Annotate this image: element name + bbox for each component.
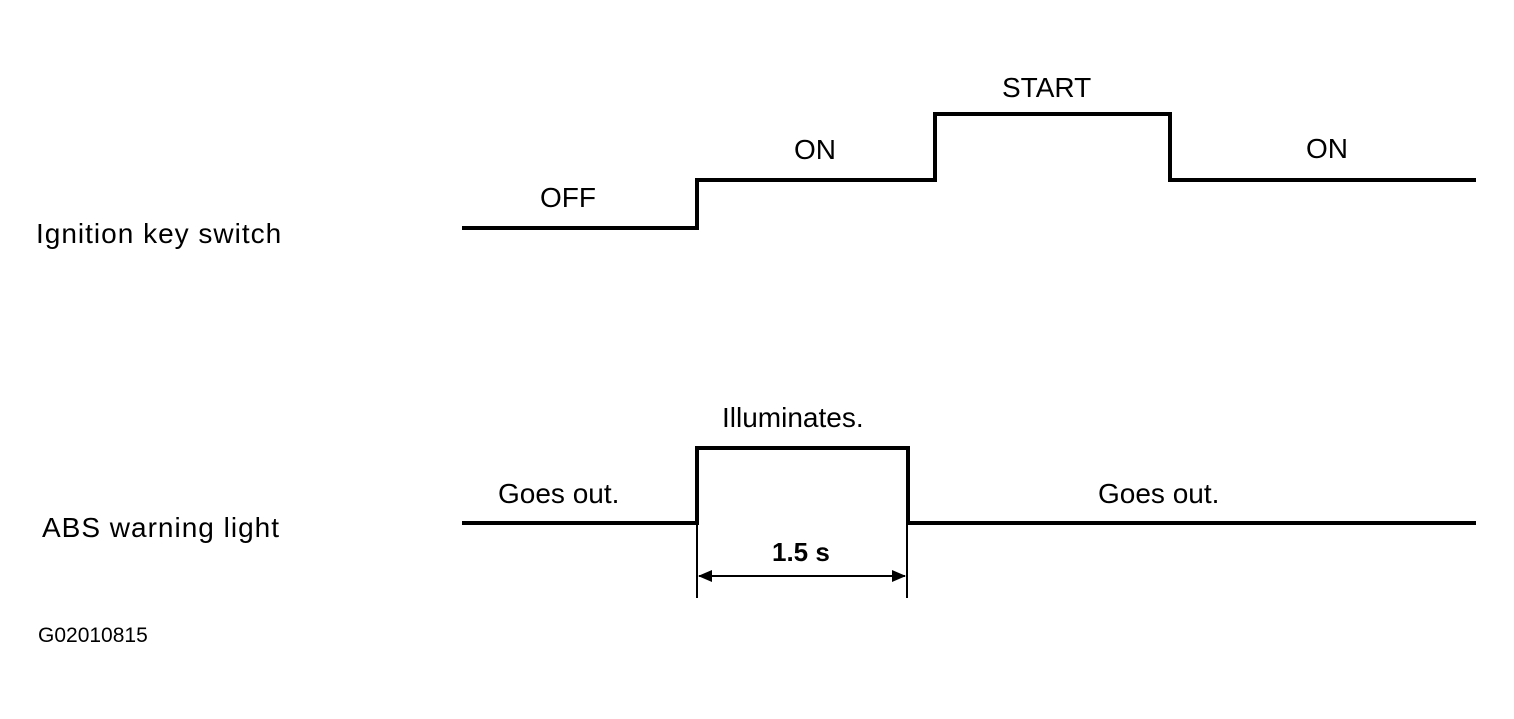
- abs-state-illuminates: Illuminates.: [722, 402, 864, 433]
- ignition-state-on-1: ON: [794, 134, 836, 165]
- abs-state-goes-out-1: Goes out.: [498, 478, 619, 509]
- ignition-state-on-2: ON: [1306, 133, 1348, 164]
- abs-row-label: ABS warning light: [42, 512, 280, 543]
- ignition-waveform: [462, 112, 1476, 230]
- ignition-row-label: Ignition key switch: [36, 218, 282, 249]
- figure-code: G02010815: [38, 624, 148, 647]
- abs-state-goes-out-2: Goes out.: [1098, 478, 1219, 509]
- abs-waveform: [462, 446, 1476, 525]
- ignition-state-off: OFF: [540, 182, 596, 213]
- ignition-state-start: START: [1002, 72, 1091, 103]
- duration-label: 1.5 s: [772, 537, 830, 567]
